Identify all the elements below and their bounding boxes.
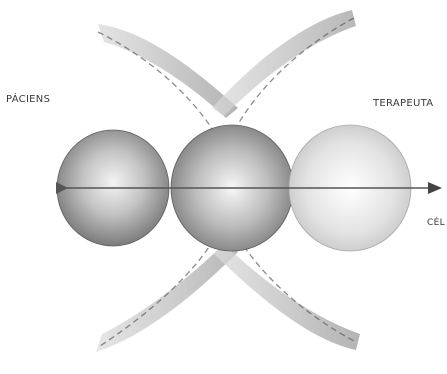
therapist-label: TERAPEUTA xyxy=(373,98,433,109)
lower-right-fan xyxy=(214,244,360,350)
upper-right-fan xyxy=(212,10,356,116)
lower-left-fan xyxy=(96,242,238,352)
goal-label: CÉL xyxy=(427,218,445,228)
axis-arrow-head xyxy=(428,182,442,194)
patient-label: PÁCIENS xyxy=(6,94,50,105)
